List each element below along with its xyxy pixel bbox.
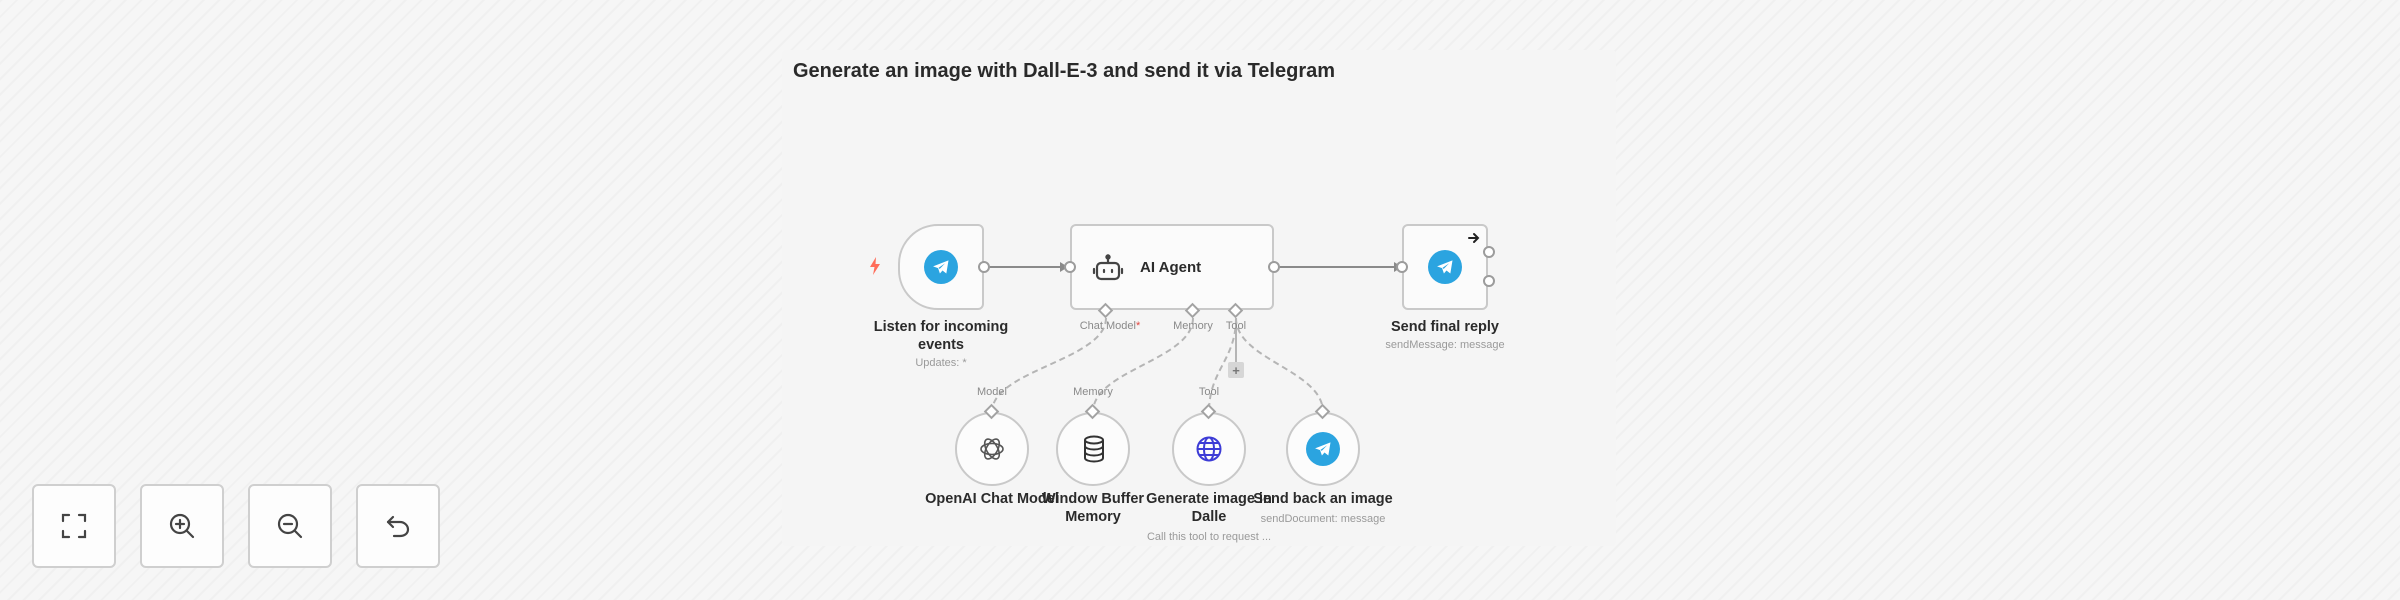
openai-port-label: Model bbox=[977, 386, 1007, 398]
send-final-reply-input-handle[interactable] bbox=[1396, 261, 1408, 273]
tool-port-label: Tool bbox=[1225, 320, 1247, 332]
send-final-reply-label: Send final reply bbox=[1391, 319, 1499, 335]
add-tool-button[interactable]: + bbox=[1228, 362, 1244, 378]
trigger-node-label: Listen for incoming events bbox=[873, 319, 1009, 353]
openai-chat-model-node[interactable] bbox=[955, 412, 1029, 486]
add-tool-label: + bbox=[1232, 362, 1240, 378]
undo-icon bbox=[383, 511, 413, 541]
robot-icon bbox=[1092, 252, 1124, 284]
send-final-reply-sublabel: sendMessage: message bbox=[1385, 339, 1505, 351]
sticky-note-title: Generate an image with Dall-E-3 and send… bbox=[793, 60, 1336, 82]
send-back-image-node[interactable] bbox=[1286, 412, 1360, 486]
generate-image-dalle-label: Generate image in Dalle bbox=[1146, 491, 1272, 525]
zoom-in-icon bbox=[167, 511, 197, 541]
database-icon bbox=[1082, 435, 1106, 463]
zoom-to-fit-button[interactable] bbox=[32, 484, 116, 568]
globe-icon bbox=[1195, 435, 1223, 463]
arrow-right-icon bbox=[1468, 231, 1482, 245]
send-final-reply-output-handle-2[interactable] bbox=[1483, 275, 1495, 287]
trigger-output-handle[interactable] bbox=[978, 261, 990, 273]
zoom-out-icon bbox=[275, 511, 305, 541]
zoom-out-button[interactable] bbox=[248, 484, 332, 568]
send-final-reply-node[interactable] bbox=[1402, 224, 1488, 310]
openai-icon bbox=[978, 435, 1006, 463]
memory-port-label: Memory bbox=[1173, 320, 1213, 332]
send-final-reply-output-handle-1[interactable] bbox=[1483, 246, 1495, 258]
chat-model-port-label: Chat Model* bbox=[1079, 320, 1141, 332]
ai-agent-output-handle[interactable] bbox=[1268, 261, 1280, 273]
window-buffer-memory-label: Window Buffer Memory bbox=[1041, 491, 1145, 525]
dalle-port-label: Tool bbox=[1198, 386, 1220, 398]
ai-agent-input-handle[interactable] bbox=[1064, 261, 1076, 273]
send-back-image-label: Send back an image bbox=[1253, 491, 1393, 507]
send-back-image-sublabel: sendDocument: message bbox=[1260, 513, 1386, 525]
telegram-icon bbox=[924, 250, 958, 284]
trigger-bolt-icon bbox=[868, 257, 882, 275]
generate-image-dalle-node[interactable] bbox=[1172, 412, 1246, 486]
window-buffer-memory-node[interactable] bbox=[1056, 412, 1130, 486]
openai-chat-model-label: OpenAI Chat Model bbox=[925, 491, 1059, 507]
trigger-node[interactable] bbox=[898, 224, 984, 310]
ai-agent-node[interactable]: AI Agent bbox=[1070, 224, 1274, 310]
telegram-icon bbox=[1428, 250, 1462, 284]
trigger-node-sublabel: Updates: * bbox=[915, 357, 967, 369]
generate-image-dalle-sublabel: Call this tool to request ... bbox=[1146, 531, 1272, 543]
ai-agent-label: AI Agent bbox=[1140, 259, 1202, 276]
telegram-icon bbox=[1306, 432, 1340, 466]
reset-zoom-button[interactable] bbox=[356, 484, 440, 568]
fullscreen-icon bbox=[59, 511, 89, 541]
zoom-in-button[interactable] bbox=[140, 484, 224, 568]
memory-node-port-label: Memory bbox=[1073, 386, 1113, 398]
